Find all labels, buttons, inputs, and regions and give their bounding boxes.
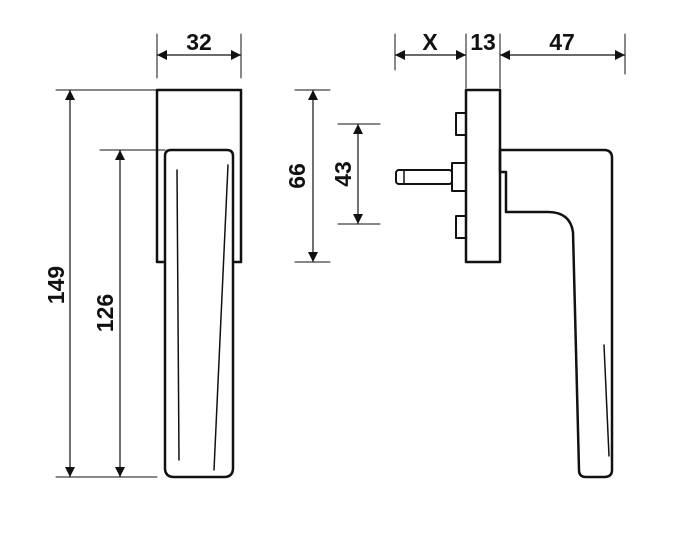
side-lever: [498, 148, 614, 479]
screw-boss-top: [455, 112, 467, 136]
label-lever-height: 126: [92, 294, 118, 332]
label-spindle-spacing: 43: [330, 161, 356, 187]
spindle-shaft: [395, 169, 453, 185]
front-view: [155, 88, 243, 479]
label-front-width: 32: [186, 29, 212, 55]
label-lever-projection: 47: [549, 29, 575, 55]
label-spindle-length: X: [422, 29, 438, 55]
spindle-collar: [451, 162, 467, 192]
dimension-labels: 32 X 13 47 149 126 66 43: [43, 29, 575, 332]
dimension-lines: [65, 50, 626, 478]
side-rose-plate: [464, 88, 502, 264]
label-rose-height: 66: [284, 163, 310, 189]
side-view: [395, 88, 614, 479]
extension-lines: [55, 33, 626, 478]
front-lever: [163, 148, 235, 479]
side-lever-facet: [603, 344, 610, 457]
label-rose-depth: 13: [470, 29, 496, 55]
front-lever-facet: [213, 164, 229, 471]
screw-boss-bottom: [455, 215, 467, 239]
label-total-height: 149: [43, 266, 69, 304]
front-lever-edge: [176, 169, 180, 461]
